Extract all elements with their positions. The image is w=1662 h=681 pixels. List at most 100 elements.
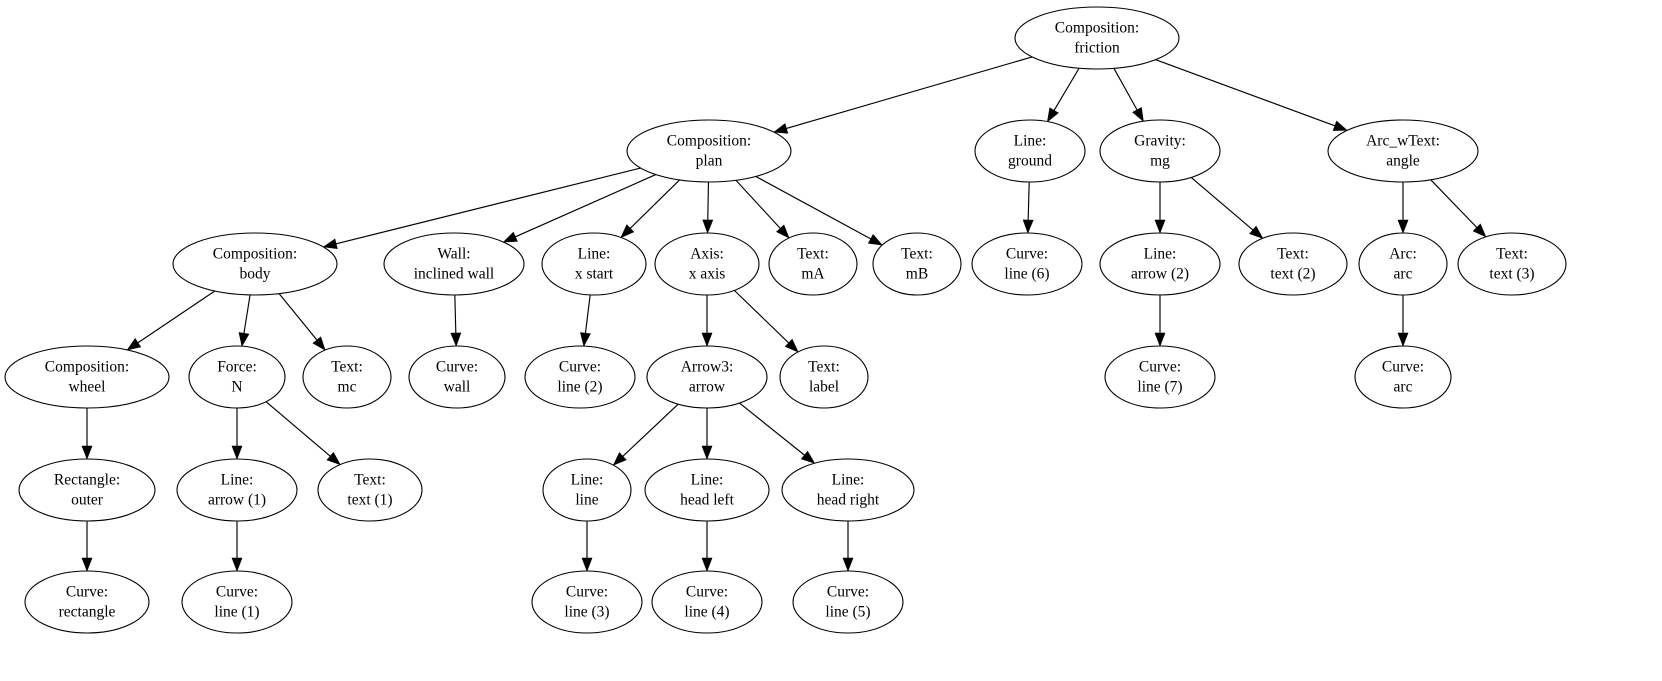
graph-node-text2[interactable]: Text:text (2) bbox=[1238, 232, 1348, 296]
graph-edge bbox=[137, 290, 216, 344]
graph-edge bbox=[1430, 179, 1478, 228]
arrowhead-icon bbox=[81, 445, 93, 460]
graph-node-arrow2[interactable]: Line:arrow (2) bbox=[1099, 232, 1221, 296]
node-outline bbox=[1238, 232, 1348, 296]
node-label-type: Line: bbox=[571, 472, 604, 489]
node-label-name: inclined wall bbox=[414, 266, 495, 283]
graph-node-outer[interactable]: Rectangle:outer bbox=[18, 458, 156, 522]
node-label-type: Curve: bbox=[436, 359, 478, 376]
graph-node-line3[interactable]: Curve:line (3) bbox=[531, 570, 643, 634]
node-outline bbox=[176, 458, 298, 522]
node-label-name: text (3) bbox=[1489, 266, 1534, 283]
node-label-name: label bbox=[809, 379, 839, 396]
arrowhead-icon bbox=[784, 338, 799, 353]
arrowhead-icon bbox=[238, 332, 250, 347]
graph-node-rectangle[interactable]: Curve:rectangle bbox=[24, 570, 150, 634]
graph-node-ground[interactable]: Line:ground bbox=[974, 119, 1086, 183]
node-label-name: arrow (1) bbox=[208, 492, 266, 509]
arrowhead-icon bbox=[580, 332, 591, 347]
node-label-type: Force: bbox=[217, 359, 257, 376]
arrowhead-icon bbox=[620, 224, 635, 239]
nodes-layer: Composition:frictionComposition:planLine… bbox=[4, 6, 1567, 634]
graph-edge bbox=[755, 175, 872, 240]
graph-node-arrow1[interactable]: Line: arrow (1) bbox=[176, 458, 298, 522]
graph-node-label[interactable]: Text:label bbox=[779, 345, 869, 409]
graph-node-wheel[interactable]: Composition:wheel bbox=[4, 345, 170, 409]
node-label-name: text (1) bbox=[347, 492, 392, 509]
graph-node-body[interactable]: Composition:body bbox=[172, 232, 338, 296]
graph-node-plan[interactable]: Composition:plan bbox=[626, 119, 792, 183]
node-label-type: Curve: bbox=[1382, 359, 1424, 376]
node-label-name: arc bbox=[1394, 266, 1413, 283]
graph-node-inclinedwall[interactable]: Wall: inclined wall bbox=[383, 232, 525, 296]
node-label-type: Curve: bbox=[1006, 246, 1048, 263]
graph-node-line[interactable]: Line:line bbox=[542, 458, 632, 522]
graph-node-line4[interactable]: Curve:line (4) bbox=[651, 570, 763, 634]
arrowhead-icon bbox=[773, 123, 789, 134]
node-label-type: Line: bbox=[578, 246, 611, 263]
graph-node-wall[interactable]: Curve:wall bbox=[408, 345, 506, 409]
graph-node-line2[interactable]: Curve:line (2) bbox=[524, 345, 636, 409]
node-label-name: mc bbox=[338, 379, 357, 396]
node-label-type: Curve: bbox=[559, 359, 601, 376]
graph-node-arcleaf[interactable]: Curve: arc bbox=[1354, 345, 1452, 409]
node-outline bbox=[792, 570, 904, 634]
node-label-type: Wall: bbox=[437, 246, 470, 263]
node-outline bbox=[626, 119, 792, 183]
graph-node-headleft[interactable]: Line:head left bbox=[644, 458, 770, 522]
graph-node-line1[interactable]: Curve:line (1) bbox=[181, 570, 293, 634]
graph-edge bbox=[243, 294, 251, 334]
graph-node-text1[interactable]: Text:text (1) bbox=[317, 458, 423, 522]
graph-node-line5[interactable]: Curve:line (5) bbox=[792, 570, 904, 634]
node-label-name: angle bbox=[1386, 153, 1420, 170]
arrowhead-icon bbox=[1332, 120, 1348, 131]
graph-node-mA[interactable]: Text:mA bbox=[768, 232, 858, 296]
arrowhead-icon bbox=[1397, 219, 1409, 234]
arrowhead-icon bbox=[581, 557, 593, 572]
node-label-type: Arc_wText: bbox=[1366, 133, 1440, 150]
graph-node-line7[interactable]: Curve:line (7) bbox=[1104, 345, 1216, 409]
arrowhead-icon bbox=[1047, 107, 1059, 123]
node-label-name: outer bbox=[71, 492, 104, 509]
node-label-name: friction bbox=[1074, 40, 1120, 57]
graph-node-mB[interactable]: Text: mB bbox=[872, 232, 962, 296]
graph-node-friction[interactable]: Composition:friction bbox=[1014, 6, 1180, 70]
arrowhead-icon bbox=[1154, 332, 1166, 347]
node-outline bbox=[541, 232, 647, 296]
node-label-type: Text: bbox=[331, 359, 363, 376]
node-outline bbox=[531, 570, 643, 634]
node-label-name: line (3) bbox=[564, 604, 609, 621]
node-label-type: Line: bbox=[1144, 246, 1177, 263]
graph-node-line6[interactable]: Curve:line (6) bbox=[971, 232, 1083, 296]
graph-edge bbox=[707, 181, 710, 221]
arrowhead-icon bbox=[1472, 223, 1487, 238]
graph-node-text3[interactable]: Text:text (3) bbox=[1457, 232, 1567, 296]
graph-node-mg[interactable]: Gravity:mg bbox=[1099, 119, 1221, 183]
arrowhead-icon bbox=[701, 557, 713, 572]
node-label-type: Text: bbox=[901, 246, 933, 263]
graph-node-headright[interactable]: Line:head right bbox=[781, 458, 915, 522]
node-outline bbox=[1099, 119, 1221, 183]
graph-node-angle[interactable]: Arc_wText:angle bbox=[1327, 119, 1479, 183]
node-label-type: Line: bbox=[221, 472, 254, 489]
graph-node-arrow3[interactable]: Arrow3:arrow bbox=[646, 345, 768, 409]
graph-node-xstart[interactable]: Line: x start bbox=[541, 232, 647, 296]
node-outline bbox=[181, 570, 293, 634]
node-label-type: Curve: bbox=[66, 584, 108, 601]
graph-node-arc[interactable]: Arc:arc bbox=[1358, 232, 1448, 296]
graph-node-xaxis[interactable]: Axis:x axis bbox=[654, 232, 760, 296]
node-label-name: line (5) bbox=[825, 604, 870, 621]
node-label-name: mB bbox=[906, 266, 928, 283]
node-label-name: line (1) bbox=[214, 604, 259, 621]
graph-edge bbox=[1053, 67, 1080, 111]
graph-node-N[interactable]: Force:N bbox=[188, 345, 286, 409]
node-label-name: x start bbox=[575, 266, 614, 283]
node-outline bbox=[1104, 345, 1216, 409]
arrowhead-icon bbox=[326, 451, 341, 466]
graph-node-mc[interactable]: Text: mc bbox=[302, 345, 392, 409]
node-label-name: arc bbox=[1394, 379, 1413, 396]
graph-edge bbox=[335, 167, 641, 245]
node-label-type: Composition: bbox=[213, 246, 297, 263]
node-outline bbox=[317, 458, 423, 522]
